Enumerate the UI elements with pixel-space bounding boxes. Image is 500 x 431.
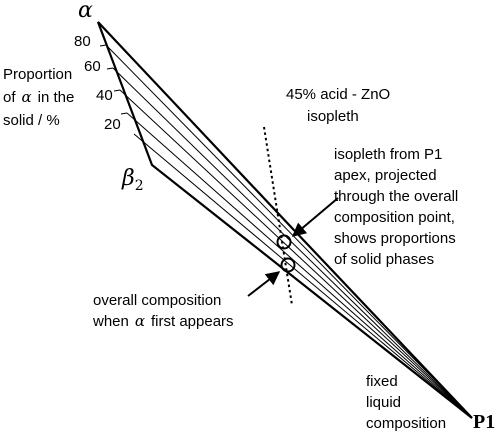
zno-isopleth-annotation: 45% acid - ZnO isopleth xyxy=(286,86,390,125)
tie-line xyxy=(119,89,473,419)
overall-composition-circle xyxy=(280,257,296,273)
projected-composition-circle xyxy=(276,234,292,250)
tick-label-40: 40 xyxy=(96,87,113,104)
svg-text:liquid: liquid xyxy=(366,394,401,411)
tick-label-20: 20 xyxy=(104,116,121,133)
axis-ticks xyxy=(99,44,128,115)
svg-text:of solid phases: of solid phases xyxy=(334,251,434,268)
svg-text:fixed: fixed xyxy=(366,373,398,390)
vertex-p1-label: P1 xyxy=(473,411,495,431)
svg-text:composition point,: composition point, xyxy=(334,209,455,226)
tie-line xyxy=(126,112,473,419)
isopleth-p1-arrow xyxy=(291,197,339,237)
fixed-liquid-annotation: fixed liquid composition xyxy=(366,373,446,431)
vertex-beta-label: β2 xyxy=(121,166,144,194)
tick-label-80: 80 xyxy=(74,33,91,50)
tick-label-60: 60 xyxy=(84,58,101,75)
svg-text:apex, projected: apex, projected xyxy=(334,167,437,184)
tie-line xyxy=(133,133,473,419)
svg-text:through the overall: through the overall xyxy=(334,188,458,205)
svg-text:Proportion: Proportion xyxy=(3,66,72,83)
svg-text:isopleth: isopleth xyxy=(307,108,359,125)
svg-text:overall composition: overall composition xyxy=(93,292,221,309)
svg-text:composition: composition xyxy=(366,415,446,431)
svg-text:shows proportions: shows proportions xyxy=(334,230,456,247)
vertex-alpha-label: α xyxy=(78,0,93,23)
tie-lines xyxy=(105,44,473,419)
svg-text:isopleth from P1: isopleth from P1 xyxy=(334,146,442,163)
tie-line xyxy=(105,44,473,419)
p1-isopleth-annotation: isopleth from P1 apex, projected through… xyxy=(334,146,458,268)
zno-isopleth-line xyxy=(263,126,293,306)
svg-text:45% acid - ZnO: 45% acid - ZnO xyxy=(286,86,390,103)
tie-line xyxy=(112,67,473,419)
svg-text:solid / %: solid / % xyxy=(3,112,60,129)
overall-composition-arrow xyxy=(247,271,281,297)
